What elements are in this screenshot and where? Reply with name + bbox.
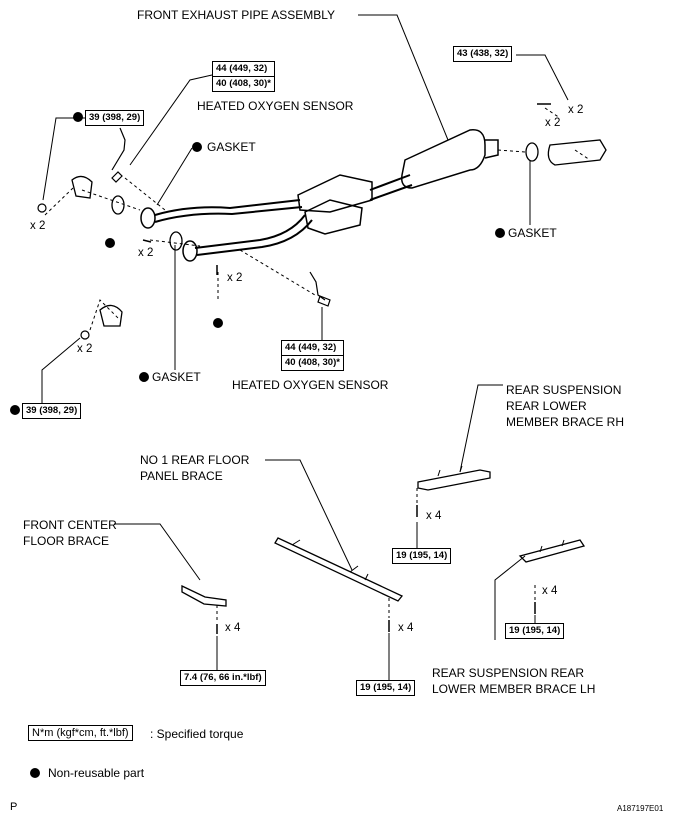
label-front-exhaust-pipe-assembly: FRONT EXHAUST PIPE ASSEMBLY — [137, 8, 336, 22]
no1-brace — [274, 537, 404, 602]
torque-o2-top-b: 40 (408, 30)* — [213, 76, 274, 91]
torque-box-rear-lh: 19 (195, 14) — [505, 623, 565, 639]
non-reusable-dot-bolt — [213, 318, 223, 328]
leader-rear-lh — [494, 555, 526, 640]
label-no1-line1: NO 1 REAR FLOOR — [140, 453, 250, 467]
non-reusable-dot-gasket-right — [495, 228, 505, 238]
leader-gasket-top — [156, 147, 193, 206]
mult-x2-mid: x 2 — [138, 247, 154, 259]
upper-pipe — [154, 199, 301, 216]
non-reusable-dot-gasket-bottom — [139, 372, 149, 382]
tail-pipe — [547, 139, 607, 166]
gasket-right-part — [525, 142, 539, 162]
mult-x4-no1: x 4 — [398, 622, 414, 634]
label-front-center-line2: FLOOR BRACE — [23, 534, 110, 548]
label-no1-line2: PANEL BRACE — [140, 469, 223, 483]
leader-no1 — [265, 459, 353, 571]
front-center-brace — [181, 584, 227, 607]
o2-sensor-bottom — [309, 271, 326, 301]
torque-box-rear-rh: 19 (195, 14) — [392, 548, 452, 564]
leader-o2-top — [129, 74, 213, 166]
legend-non-reusable-text: Non-reusable part — [48, 766, 145, 780]
non-reusable-dot-gasket-top — [192, 142, 202, 152]
leader-left-bot-torque — [41, 337, 81, 410]
leader-right-torque — [516, 54, 569, 101]
torque-box-left-bottom: 39 (398, 29) — [22, 403, 82, 419]
non-reusable-dot-center — [105, 238, 115, 248]
leader-front-center — [114, 523, 201, 581]
mult-x4-lh: x 4 — [542, 585, 558, 597]
torque-o2-bot-a: 44 (449, 32) — [285, 342, 337, 353]
lower-converter — [304, 199, 363, 235]
torque-box-left-top: 39 (398, 29) — [85, 110, 145, 126]
mult-x2-center: x 2 — [227, 272, 243, 284]
mult-x4-rh: x 4 — [426, 510, 442, 522]
label-gasket-top: GASKET — [207, 140, 256, 154]
torque-box-right-flange: 43 (438, 32) — [453, 46, 513, 62]
label-heated-oxygen-sensor-top: HEATED OXYGEN SENSOR — [197, 99, 354, 113]
label-rear-rh-line3: MEMBER BRACE RH — [506, 415, 625, 429]
torque-box-front-center: 7.4 (76, 66 in.*lbf) — [180, 670, 266, 686]
label-gasket-right: GASKET — [508, 226, 557, 240]
gasket-bottom-part — [169, 231, 183, 251]
muffler — [400, 129, 486, 189]
label-heated-oxygen-sensor-bottom: HEATED OXYGEN SENSOR — [232, 378, 389, 392]
footer-left-code: P — [10, 801, 18, 813]
torque-box-o2-top: 44 (449, 32) 40 (408, 30)* — [212, 61, 275, 92]
leader-front-exhaust — [358, 14, 449, 141]
torque-box-no1: 19 (195, 14) — [356, 680, 416, 696]
legend-non-reusable-dot — [30, 768, 40, 778]
leader-left-top-torque — [42, 117, 85, 201]
legend-specified-torque: : Specified torque — [150, 727, 244, 741]
footer-figure-code: A187197E01 — [617, 804, 664, 813]
non-reusable-dot-left-top — [73, 112, 83, 122]
leader-rear-rh — [459, 384, 503, 473]
o2-sensor-top — [111, 127, 126, 171]
label-rear-rh-line2: REAR LOWER — [506, 399, 587, 413]
torque-box-o2-bottom: 44 (449, 32) 40 (408, 30)* — [281, 340, 344, 371]
label-rear-lh-line1: REAR SUSPENSION REAR — [432, 666, 585, 680]
torque-o2-bot-b: 40 (408, 30)* — [282, 355, 343, 370]
non-reusable-dot-left-bottom — [10, 405, 20, 415]
lower-pipe — [194, 214, 306, 249]
mult-x2-right-b: x 2 — [545, 117, 561, 129]
gasket-top-part — [111, 195, 125, 215]
brace-lh — [518, 539, 586, 563]
mult-x4-fc: x 4 — [225, 622, 241, 634]
torque-o2-top-a: 44 (449, 32) — [216, 63, 268, 74]
brace-rh — [417, 469, 491, 491]
label-front-center-line1: FRONT CENTER — [23, 518, 117, 532]
label-rear-rh-line1: REAR SUSPENSION — [506, 383, 622, 397]
label-gasket-bottom: GASKET — [152, 370, 201, 384]
legend-torque-unit-box: N*m (kgf*cm, ft.*lbf) — [28, 725, 133, 741]
upper-converter — [297, 174, 373, 213]
mult-x2-left-bottom: x 2 — [77, 343, 93, 355]
mult-x2-left-top: x 2 — [30, 220, 46, 232]
label-rear-lh-line2: LOWER MEMBER BRACE LH — [432, 682, 596, 696]
mult-x2-right: x 2 — [568, 104, 584, 116]
